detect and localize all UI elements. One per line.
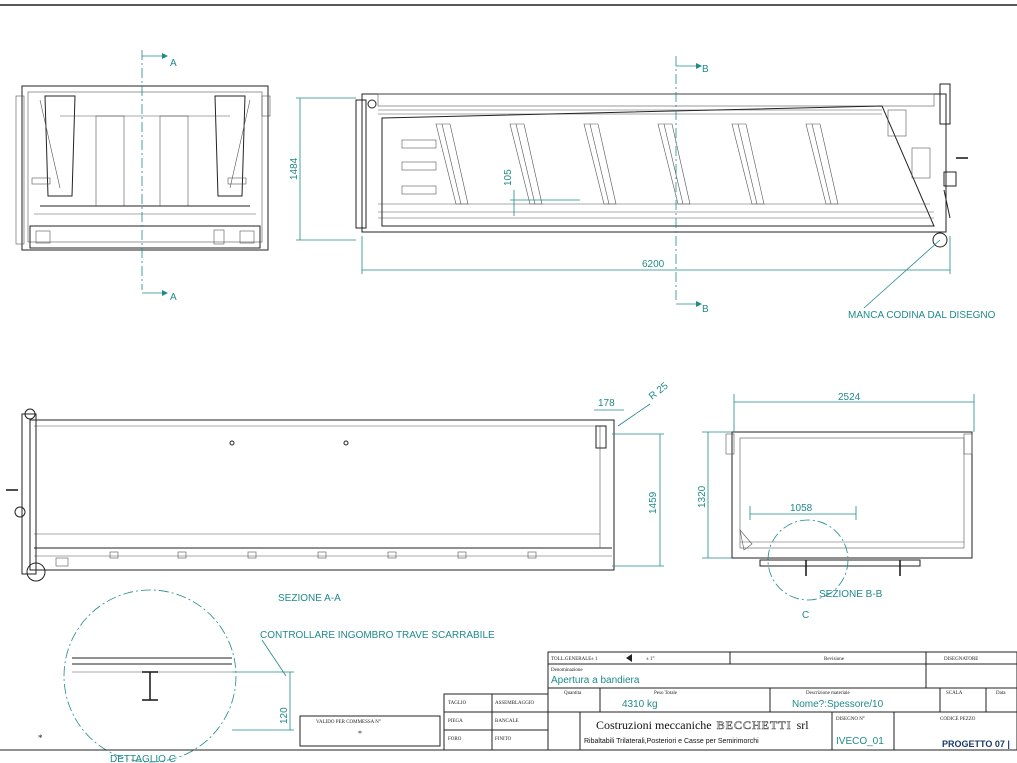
revisione-label: Revisione [824,657,845,662]
section-marker-a-bottom: A [170,292,177,303]
company-logo: BECCHETTI [717,718,792,732]
section-aa-view [6,403,664,582]
peso-label: Peso Totale [654,691,678,696]
company-suffix: srl [797,718,810,732]
commessa-value: * [358,729,362,738]
piega-label: PIEGA [448,719,463,724]
taglio-label: TAGLIO [448,701,467,706]
tolerance-linear: ± 1 [591,657,598,662]
label-detail-c: DETTAGLIO C [110,754,176,763]
note-check-beam: CONTROLLARE INGOMBRO TRAVE SCARRABILE [260,630,495,641]
commessa-label: VALIDO PER COMMESSA N° [316,720,381,725]
dim-length: 6200 [642,259,665,270]
tolerance-label: TOLL.GENERALE [551,657,591,662]
dim-height-side: 1484 [289,157,300,180]
label-section-aa: SEZIONE A-A [278,593,341,604]
section-marker-c: C [802,610,809,621]
materiale-label: Descrizione materiale [806,691,851,696]
dim-height-section: 1459 [648,491,659,514]
bancale-label: BANCALE [495,719,519,724]
dim-radius: R 25 [647,380,671,402]
tolerance-angular: ± 1° [646,657,655,662]
scala-label: SCALA [946,691,963,696]
label-section-bb: SEZIONE B-B [819,589,883,600]
side-view [296,56,968,309]
dim-detail-width: 1058 [790,503,813,514]
disegno-label: DISEGNO N° [836,717,865,722]
dim-rib: 105 [503,169,514,186]
detail-c-view [63,589,294,763]
denominazione-value: Apertura a bandiera [551,675,640,686]
codice-label: CODICE PEZZO [940,717,976,722]
progetto-value: PROGETTO 07 | [942,739,1010,749]
section-bb-view [702,394,975,601]
corner-mark: * [38,733,43,743]
dim-width-section: 2524 [838,392,861,403]
disegno-value: IVECO_01 [836,736,884,747]
section-marker-a-top: A [170,58,177,69]
section-marker-b-bottom: B [702,304,709,315]
company-description: Ribaltabili Trilaterali,Posteriori e Cas… [584,738,759,745]
note-missing-tail: MANCA CODINA DAL DISEGNO [848,310,996,321]
denominazione-label: Denominazione [551,668,583,673]
disegnatore-label: DISEGNATORE [944,657,978,662]
company-prefix: Costruzioni meccaniche [596,718,712,732]
assemblaggio-label: ASSEMBLAGGIO [495,701,535,706]
company-name: Costruzioni meccaniche BECCHETTI srl [596,718,809,732]
foro-label: FORO [448,737,462,742]
data-label: Data [996,691,1006,696]
materiale-value: Nome?:Spessore/10 [792,699,884,710]
finito-label: FINITO [495,737,512,742]
peso-value: 4310 kg [622,699,658,710]
side-ribs [435,123,839,205]
title-block [0,651,1017,751]
dim-offset-top: 178 [598,398,615,409]
dim-height-rear: 1320 [697,485,708,508]
section-marker-b-top: B [702,64,709,75]
quantita-label: Quantita [564,691,582,696]
front-view [15,50,271,296]
dim-detail-height: 120 [279,707,290,724]
